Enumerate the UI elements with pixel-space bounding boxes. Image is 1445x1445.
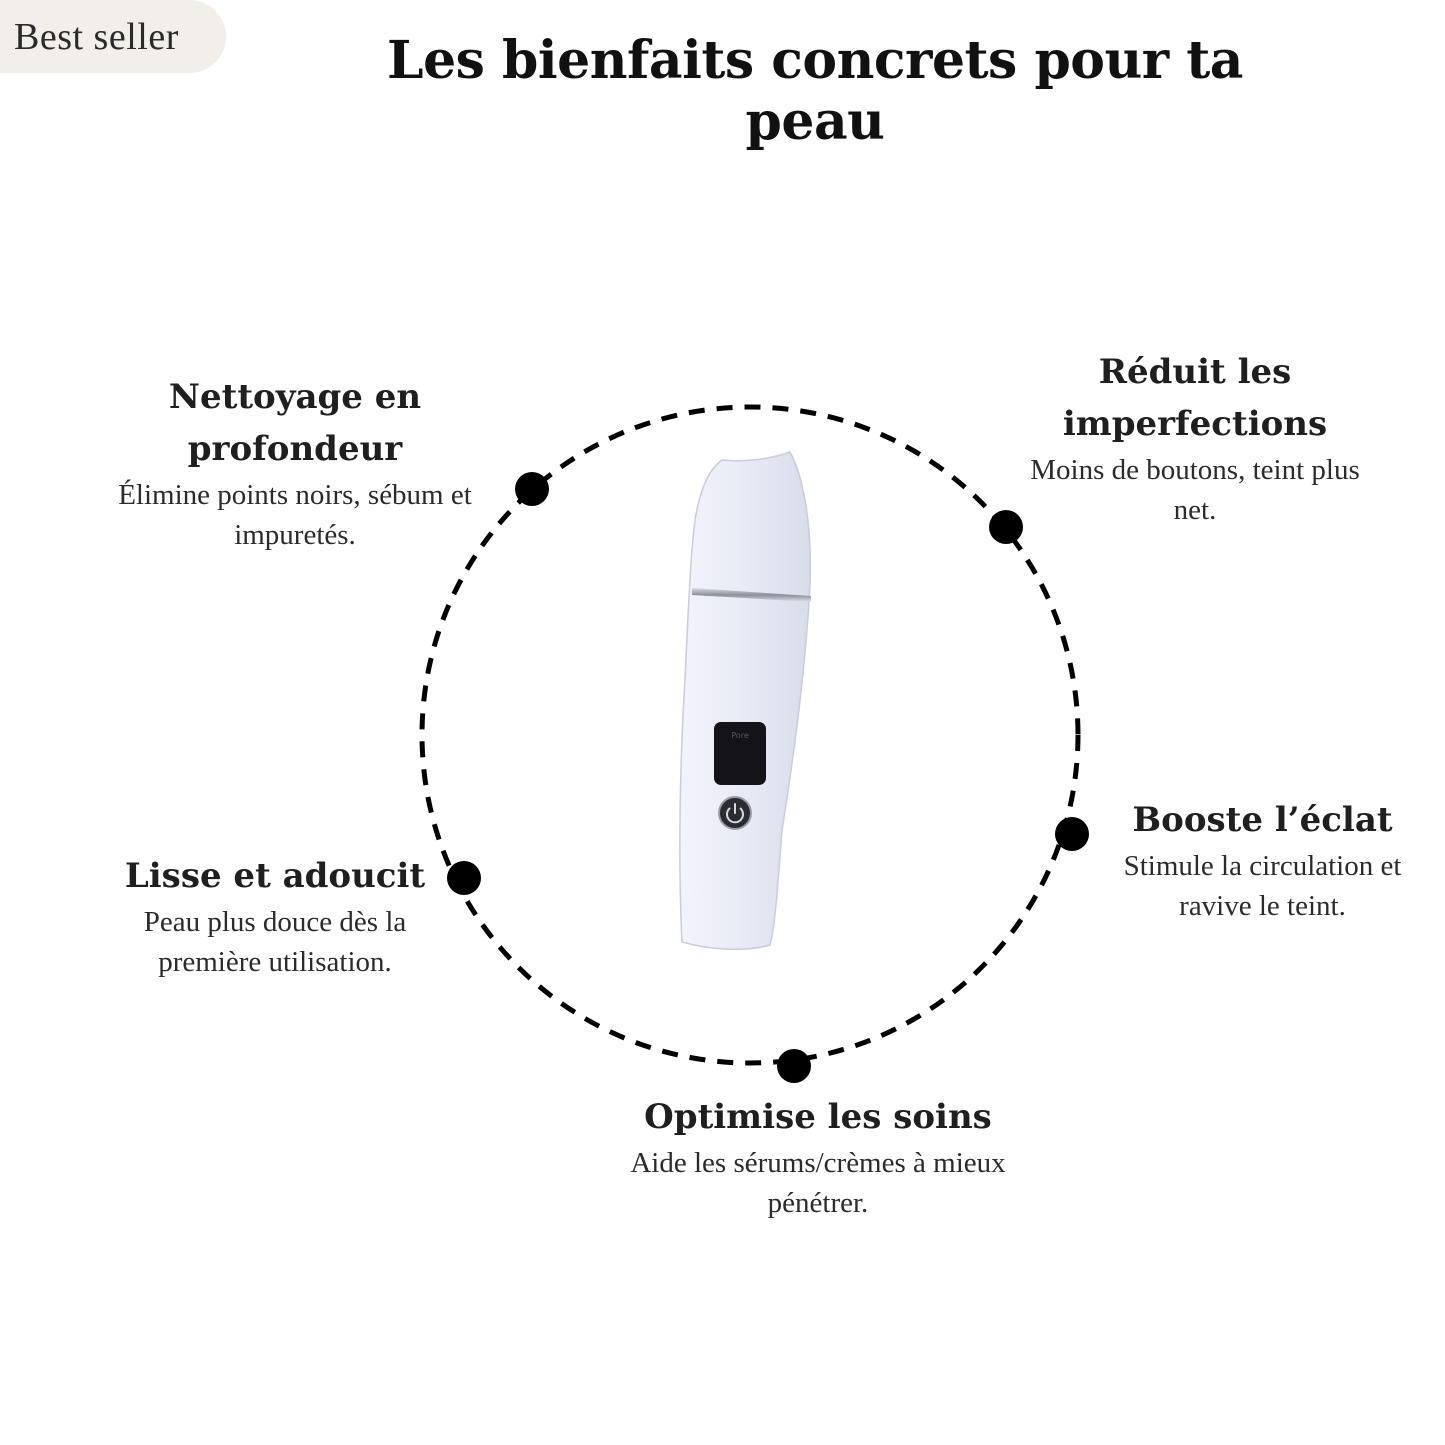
- device-body: [679, 451, 812, 951]
- benefit-title: Lisse et adoucit: [124, 856, 426, 896]
- dot-eclat: [1055, 817, 1089, 851]
- benefit-title: Booste l’éclat: [1132, 800, 1393, 840]
- dot-imperfections: [989, 510, 1023, 544]
- benefit-description: Stimule la circulation et ravive le tein…: [1123, 850, 1402, 922]
- dot-lisse: [447, 861, 481, 895]
- benefit-description: Élimine points noirs, sébum et impuretés…: [118, 479, 472, 551]
- dot-nettoyage: [515, 472, 549, 506]
- benefit-title: Réduit les imperfections: [1062, 352, 1328, 444]
- benefit-title: Optimise les soins: [644, 1097, 992, 1137]
- benefit-title: Nettoyage en profondeur: [168, 377, 422, 469]
- benefit-soins: Optimise les soins Aide les sérums/crème…: [618, 1091, 1018, 1223]
- benefit-description: Moins de boutons, teint plus net.: [1030, 454, 1360, 526]
- benefit-imperfections: Réduit les imperfections Moins de bouton…: [1010, 346, 1380, 530]
- dashed-ring: [419, 404, 1081, 1066]
- dot-soins: [777, 1049, 811, 1083]
- page-title: Les bienfaits concrets pour ta peau: [387, 30, 1244, 152]
- best-seller-label: Best seller: [14, 15, 179, 58]
- best-seller-badge: Best seller: [0, 0, 226, 73]
- device-screen: [714, 722, 766, 785]
- benefit-nettoyage: Nettoyage en profondeur Élimine points n…: [95, 371, 495, 555]
- benefit-lisse: Lisse et adoucit Peau plus douce dès la …: [90, 850, 460, 982]
- skin-scrubber-device: Pore: [679, 451, 812, 951]
- benefit-eclat: Booste l’éclat Stimule la circulation et…: [1090, 794, 1435, 926]
- device-metal-band: [692, 588, 811, 602]
- benefit-description: Peau plus douce dès la première utilisat…: [143, 906, 407, 978]
- device-screen-text: Pore: [731, 731, 749, 740]
- power-icon: [718, 796, 752, 830]
- benefit-description: Aide les sérums/crèmes à mieux pénétrer.: [630, 1147, 1006, 1219]
